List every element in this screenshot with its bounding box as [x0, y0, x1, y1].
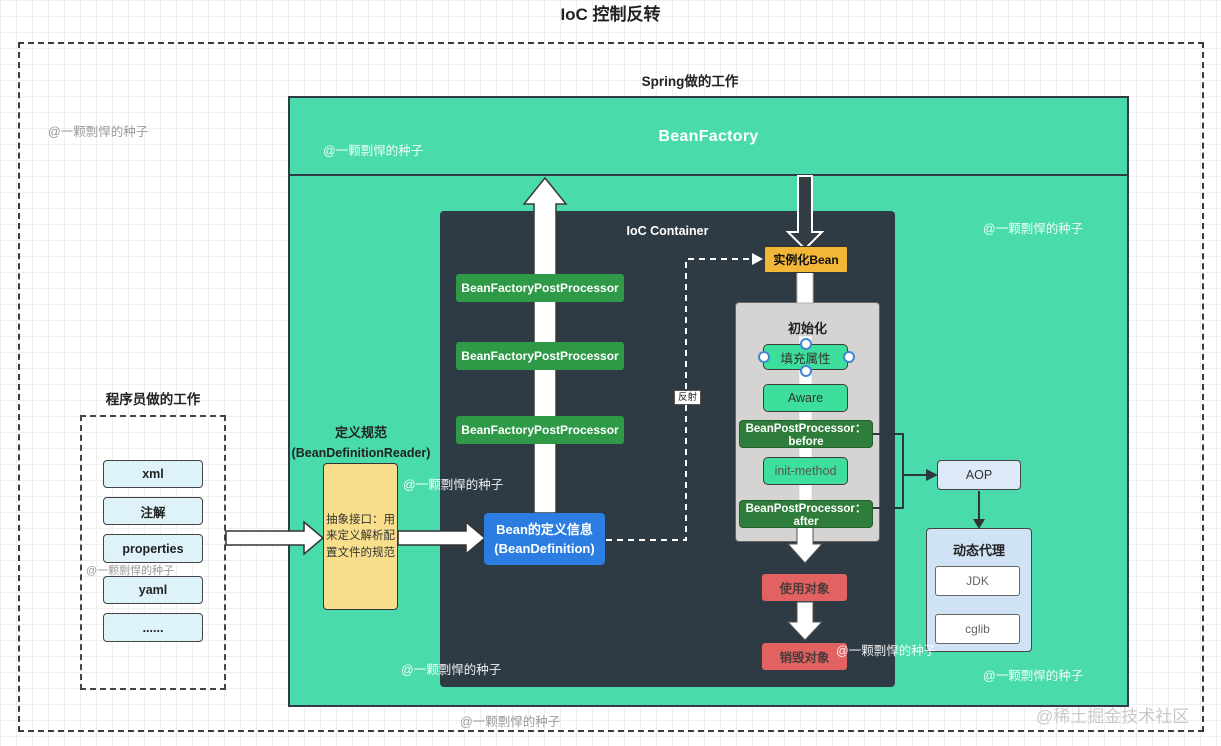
reader-subtitle: (BeanDefinitionReader) — [291, 446, 431, 460]
beanfactory-title: BeanFactory — [658, 128, 759, 145]
yaml-box[interactable]: yaml — [103, 576, 203, 604]
watermark-seed: @一颗剽悍的种子 — [460, 715, 561, 729]
use-object-box[interactable]: 使用对象 — [762, 574, 847, 601]
watermark-seed: @一颗剽悍的种子 — [323, 144, 424, 158]
handle-bottom — [800, 365, 812, 377]
watermark-seed: @一颗剽悍的种子 — [48, 125, 149, 139]
bean-definition-box[interactable]: Bean的定义信息 (BeanDefinition) — [484, 513, 605, 565]
annotation-box[interactable]: 注解 — [103, 497, 203, 525]
programmer-section-label: 程序员做的工作 — [105, 392, 201, 407]
watermark-seed: @一颗剽悍的种子 — [983, 222, 1084, 236]
watermark-juejin: @稀土掘金技术社区 — [1036, 707, 1190, 726]
bean-definition-line2: (BeanDefinition) — [494, 541, 595, 556]
cglib-box[interactable]: cglib — [935, 614, 1020, 644]
beanfactory-divider — [290, 174, 1127, 176]
watermark-seed: @一颗剽悍的种子 — [86, 565, 175, 577]
jdk-box[interactable]: JDK — [935, 566, 1020, 596]
handle-right — [843, 351, 855, 363]
page-title: IoC 控制反转 — [560, 5, 661, 24]
spring-section-label: Spring做的工作 — [641, 74, 739, 89]
init-panel-title: 初始化 — [787, 321, 827, 336]
instantiate-bean-box[interactable]: 实例化Bean — [764, 246, 848, 273]
reader-title: 定义规范 — [334, 425, 387, 440]
watermark-seed: @一颗剽悍的种子 — [983, 669, 1084, 683]
xml-box[interactable]: xml — [103, 460, 203, 488]
properties-box[interactable]: properties — [103, 534, 203, 563]
bean-definition-line1: Bean的定义信息 — [496, 521, 593, 537]
programmer-box — [80, 415, 226, 690]
outer-dashed-frame — [18, 42, 1204, 732]
destroy-object-box[interactable]: 销毁对象 — [762, 643, 847, 670]
handle-left — [758, 351, 770, 363]
watermark-seed: @一颗剽悍的种子 — [403, 478, 504, 492]
dynamic-proxy-title: 动态代理 — [952, 543, 1005, 558]
watermark-seed: @一颗剽悍的种子 — [836, 644, 937, 658]
handle-top — [800, 338, 812, 350]
watermark-seed: @一颗剽悍的种子 — [401, 663, 502, 677]
reflection-label: 反射 — [674, 390, 702, 406]
etc-box[interactable]: ...... — [103, 613, 203, 642]
ioc-container-title: IoC Container — [626, 224, 709, 238]
